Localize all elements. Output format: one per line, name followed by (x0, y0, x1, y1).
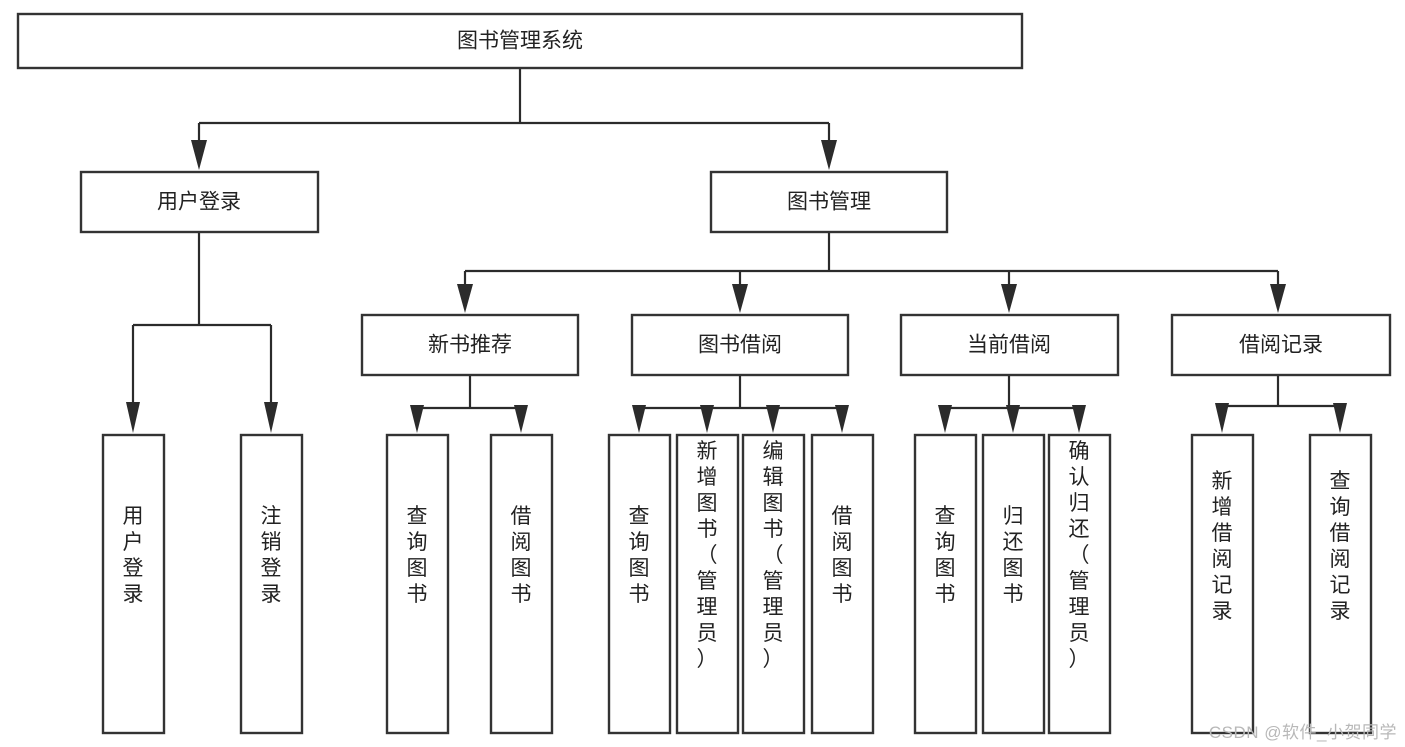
node-book-borrow[interactable]: 图书借阅 (630, 313, 850, 377)
node-leaf-user-logout-label: 注销登录 (261, 505, 282, 606)
node-book-borrow-label: 图书借阅 (698, 334, 782, 357)
node-leaf-query-book-1[interactable]: 查询图书 (385, 433, 450, 735)
node-book-borrow-box[interactable] (630, 313, 850, 377)
connector-group-current-borrow-to-leaves (938, 375, 1086, 433)
arrow-to-current-borrow (1001, 284, 1017, 313)
node-leaf-return-book[interactable]: 归还图书 (981, 433, 1046, 735)
node-leaf-query-book-2-label: 查询图书 (629, 505, 650, 606)
node-leaf-query-record-box[interactable] (1308, 433, 1373, 735)
node-user-login[interactable]: 用户登录 (79, 170, 320, 234)
arrow-to-leaf-add-book (700, 405, 714, 433)
node-leaf-query-book-3[interactable]: 查询图书 (913, 433, 978, 735)
node-new-book-recommend[interactable]: 新书推荐 (360, 313, 580, 377)
node-leaf-borrow-book-1-box[interactable] (489, 433, 554, 735)
node-leaf-confirm-return-box[interactable] (1047, 433, 1112, 735)
connector-group-book-manage-to-level3 (457, 232, 1286, 313)
node-root-box[interactable] (16, 12, 1024, 70)
node-leaf-query-book-3-box[interactable] (913, 433, 978, 735)
node-leaf-add-record[interactable]: 新增借阅记录 (1190, 433, 1255, 735)
node-leaf-add-book-label: 新增图书（管理员） (697, 440, 718, 671)
node-leaf-query-book-3-label: 查询图书 (935, 505, 956, 606)
node-book-manage[interactable]: 图书管理 (709, 170, 949, 234)
node-leaf-confirm-return[interactable]: 确认归还（管理员） (1047, 433, 1112, 735)
node-leaf-borrow-book-2-label: 借阅图书 (832, 505, 853, 606)
node-user-login-label: 用户登录 (157, 191, 241, 214)
node-leaf-query-record-label: 查询借阅记录 (1330, 470, 1351, 623)
node-user-login-box[interactable] (79, 170, 320, 234)
node-leaf-user-login[interactable]: 用户登录 (101, 433, 166, 735)
node-leaf-user-login-label: 用户登录 (123, 505, 144, 606)
node-leaf-query-book-2-box[interactable] (607, 433, 672, 735)
node-book-manage-box[interactable] (709, 170, 949, 234)
node-current-borrow[interactable]: 当前借阅 (899, 313, 1120, 377)
connector-group-book-borrow-to-leaves (632, 375, 849, 433)
arrow-to-leaf-user-login (126, 402, 140, 433)
node-leaf-query-record[interactable]: 查询借阅记录 (1308, 433, 1373, 735)
node-leaf-query-book-1-label: 查询图书 (407, 505, 428, 606)
node-leaf-query-book-2[interactable]: 查询图书 (607, 433, 672, 735)
node-leaf-add-record-box[interactable] (1190, 433, 1255, 735)
node-leaf-borrow-book-1[interactable]: 借阅图书 (489, 433, 554, 735)
node-borrow-record-label: 借阅记录 (1239, 334, 1323, 357)
node-leaf-user-logout-box[interactable] (239, 433, 304, 735)
node-leaf-user-login-box[interactable] (101, 433, 166, 735)
node-leaf-add-book[interactable]: 新增图书（管理员） (675, 433, 740, 735)
node-leaf-borrow-book-2[interactable]: 借阅图书 (810, 433, 875, 735)
arrow-to-borrow-record (1270, 284, 1286, 313)
node-borrow-record[interactable]: 借阅记录 (1170, 313, 1392, 377)
node-leaf-confirm-return-label: 确认归还（管理员） (1069, 440, 1090, 671)
node-leaf-return-book-label: 归还图书 (1003, 505, 1024, 606)
node-book-manage-label: 图书管理 (787, 191, 871, 214)
arrow-to-leaf-query-record (1333, 403, 1347, 433)
arrow-to-leaf-user-logout (264, 402, 278, 433)
arrow-to-user-login (191, 140, 207, 170)
connector-group-root-to-level2 (191, 68, 837, 170)
node-root-label: 图书管理系统 (457, 30, 583, 53)
arrow-to-book-borrow (732, 284, 748, 313)
node-new-book-recommend-label: 新书推荐 (428, 334, 512, 357)
node-new-book-recommend-box[interactable] (360, 313, 580, 377)
node-leaf-edit-book-label: 编辑图书（管理员） (763, 440, 784, 671)
node-leaf-borrow-book-2-box[interactable] (810, 433, 875, 735)
arrow-to-leaf-confirm-return (1072, 405, 1086, 433)
arrow-to-leaf-return-book (1006, 405, 1020, 433)
connector-group-new-book-recommend-to-leaves (410, 375, 528, 433)
connector-group-borrow-record-to-leaves (1215, 375, 1347, 433)
node-borrow-record-box[interactable] (1170, 313, 1392, 377)
node-leaf-return-book-box[interactable] (981, 433, 1046, 735)
arrow-to-leaf-query-book-2 (632, 405, 646, 433)
arrow-to-book-manage (821, 140, 837, 170)
arrow-to-leaf-query-book-1 (410, 405, 424, 433)
node-leaf-edit-book-box[interactable] (741, 433, 806, 735)
connector-group-user-login-to-leaves (126, 232, 278, 433)
arrow-to-leaf-query-book-3 (938, 405, 952, 433)
node-current-borrow-box[interactable] (899, 313, 1120, 377)
arrow-to-leaf-edit-book (766, 405, 780, 433)
node-leaf-add-record-label: 新增借阅记录 (1212, 470, 1233, 623)
node-leaf-edit-book[interactable]: 编辑图书（管理员） (741, 433, 806, 735)
arrow-to-leaf-add-record (1215, 403, 1229, 433)
node-current-borrow-label: 当前借阅 (967, 334, 1051, 357)
csdn-watermark: CSDN @软件_小贺同学 (1208, 723, 1397, 742)
node-leaf-user-logout[interactable]: 注销登录 (239, 433, 304, 735)
arrow-to-leaf-borrow-book-1 (514, 405, 528, 433)
node-root[interactable]: 图书管理系统 (16, 12, 1024, 70)
arrow-to-new-book-recommend (457, 284, 473, 313)
node-leaf-query-book-1-box[interactable] (385, 433, 450, 735)
arrow-to-leaf-borrow-book-2 (835, 405, 849, 433)
node-leaf-borrow-book-1-label: 借阅图书 (511, 505, 532, 606)
node-leaf-add-book-box[interactable] (675, 433, 740, 735)
